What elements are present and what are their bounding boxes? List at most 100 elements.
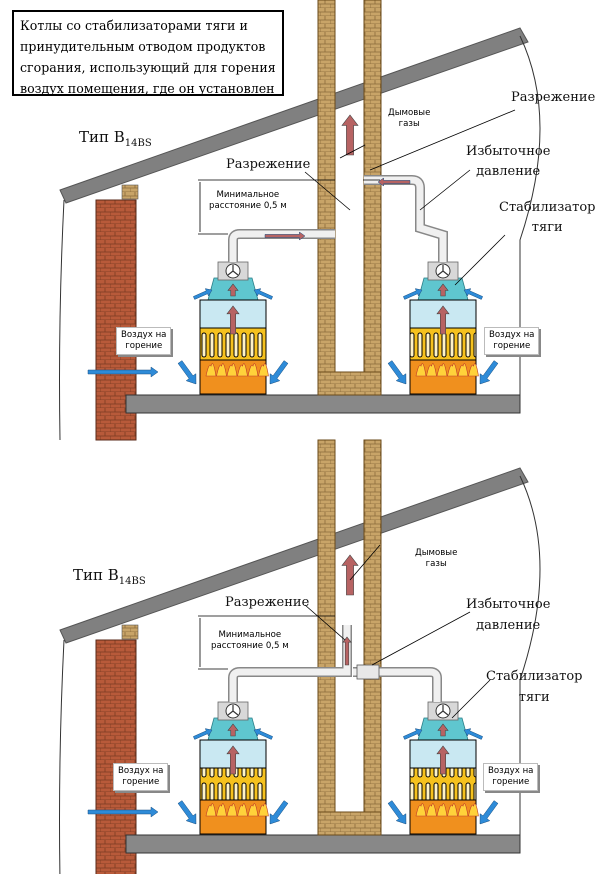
caption-line: принудительным отводом продуктов bbox=[20, 39, 266, 54]
chimney-base bbox=[317, 371, 382, 396]
air-in-arrow bbox=[253, 288, 273, 300]
pipe-gas-arrow bbox=[264, 231, 306, 241]
bottom-section-artwork bbox=[59, 439, 541, 874]
fan-blades bbox=[227, 705, 239, 716]
flue-gas-arrow bbox=[436, 305, 450, 335]
chimney-base bbox=[317, 811, 382, 836]
combustion-air-arrow bbox=[177, 800, 197, 825]
air-in-arrow bbox=[253, 728, 273, 740]
fan-blades bbox=[227, 265, 239, 276]
flame-icon bbox=[415, 363, 427, 377]
flame-icon bbox=[258, 803, 269, 817]
leader-line bbox=[349, 544, 381, 581]
bottom-vacuum-label: Разрежение bbox=[225, 595, 310, 610]
air-in-arrow bbox=[463, 288, 483, 300]
boiler-left bbox=[177, 261, 289, 395]
combustion-air-arrow bbox=[177, 360, 197, 385]
flame-icon bbox=[415, 803, 427, 817]
air-in-arrow bbox=[403, 288, 423, 300]
dimension-line bbox=[198, 179, 335, 235]
chimney-gas-arrow bbox=[341, 114, 359, 156]
chimney-gas-arrow bbox=[341, 554, 359, 596]
building-outline bbox=[59, 639, 65, 874]
flame-icon bbox=[436, 803, 448, 817]
flame-icon bbox=[457, 803, 469, 817]
top-vacuum-center-label: Разрежение bbox=[226, 157, 311, 172]
flame-icon bbox=[237, 363, 248, 377]
leader-line bbox=[304, 171, 351, 211]
air-in-arrow bbox=[193, 288, 213, 300]
flue-gas-arrow bbox=[227, 723, 239, 737]
combustion-air-arrow bbox=[269, 360, 289, 385]
flue-gas-arrow bbox=[436, 745, 450, 775]
caption-box: Котлы со стабилизаторами тяги и принудит… bbox=[12, 10, 284, 96]
flue-pipe-left bbox=[229, 230, 335, 262]
leader-line bbox=[371, 611, 471, 666]
outdoor-air-arrow bbox=[87, 366, 159, 378]
flame-icon bbox=[426, 363, 437, 377]
flue-pipe-left bbox=[229, 625, 351, 702]
combustion-air-arrow bbox=[387, 360, 407, 385]
pipe-collar bbox=[356, 664, 380, 680]
flame-icon bbox=[436, 363, 448, 377]
flame-icon bbox=[226, 363, 238, 377]
top-type-label: Тип В14BS bbox=[79, 128, 152, 149]
flue-gas-arrow bbox=[437, 283, 449, 297]
flame-icon bbox=[468, 363, 479, 377]
leader-line bbox=[454, 234, 506, 286]
dimension-line bbox=[198, 615, 335, 670]
air-in-arrow bbox=[193, 728, 213, 740]
top-section-artwork bbox=[59, 0, 541, 441]
flame-icon bbox=[426, 803, 437, 817]
combustion-air-arrow bbox=[479, 360, 499, 385]
caption-line: воздух помещения, где он установлен bbox=[20, 81, 275, 96]
fan-blades bbox=[437, 265, 449, 276]
flue-gas-arrow bbox=[437, 723, 449, 737]
leader-line bbox=[419, 169, 471, 211]
fan-blades bbox=[437, 705, 449, 716]
flue-pipe-right bbox=[364, 176, 447, 262]
building-outline bbox=[59, 199, 65, 441]
flame-icon bbox=[205, 803, 217, 817]
air-in-arrow bbox=[403, 728, 423, 740]
wall-cap bbox=[121, 624, 139, 640]
leader-line bbox=[451, 679, 491, 719]
flue-gas-arrow bbox=[226, 745, 240, 775]
leader-line bbox=[369, 109, 516, 171]
flame-icon bbox=[447, 803, 458, 817]
flame-icon bbox=[447, 363, 458, 377]
chimney-wall-right bbox=[363, 439, 382, 836]
flue-pipe-right bbox=[353, 668, 441, 702]
combustion-air-arrow bbox=[479, 800, 499, 825]
flame-icon bbox=[457, 363, 469, 377]
outdoor-air-arrow bbox=[87, 806, 159, 818]
bottom-type-label: Тип В14BS bbox=[73, 566, 146, 587]
leader-line bbox=[304, 604, 346, 641]
flame-icon bbox=[205, 363, 217, 377]
flue-gas-arrow bbox=[226, 305, 240, 335]
wall-cap bbox=[121, 184, 139, 200]
boiler-right bbox=[387, 701, 499, 835]
boiler-left bbox=[177, 701, 289, 835]
flame-icon bbox=[247, 803, 259, 817]
flame-icon bbox=[237, 803, 248, 817]
combustion-air-arrow bbox=[387, 800, 407, 825]
caption-line: Котлы со стабилизаторами тяги и bbox=[20, 18, 248, 33]
pipe-gas-arrow bbox=[377, 177, 411, 187]
floor-slab bbox=[125, 394, 521, 414]
building-outline bbox=[519, 475, 541, 835]
flame-icon bbox=[226, 803, 238, 817]
flame-icon bbox=[468, 803, 479, 817]
